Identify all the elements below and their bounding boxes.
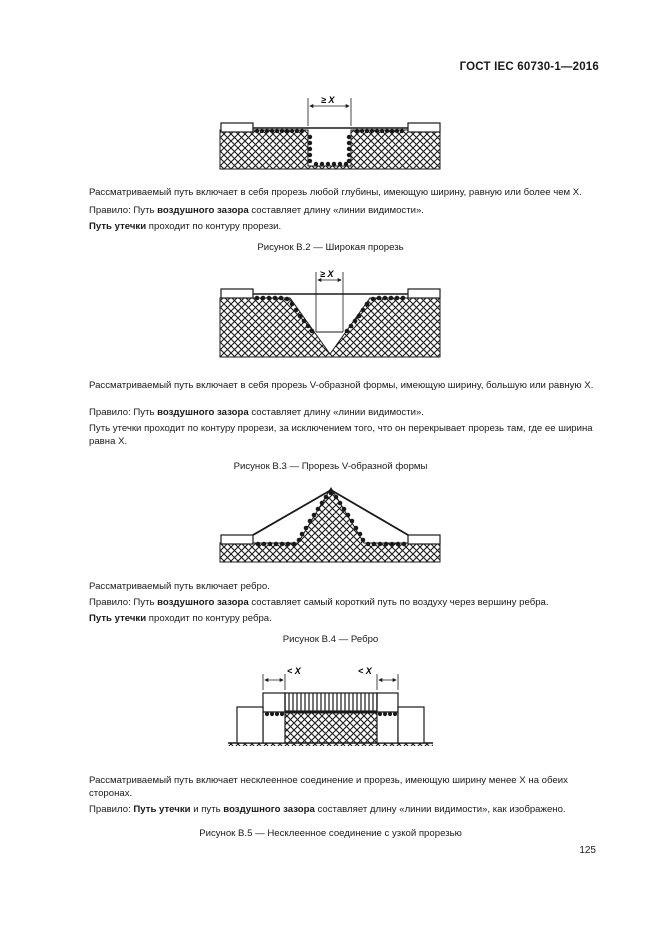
figure-b5-creepage-path [264,711,398,717]
figure-b4-caption: Рисунок В.4 — Ребро [282,634,379,645]
figure-b4-paragraph-1: Рассматриваемый путь включает ребро. [89,581,270,592]
figure-b5-base-hatch [228,743,433,746]
figure-b2-paragraph-2: Правило: Путь воздушного зазора составля… [89,205,424,216]
figure-b5-left-part [262,692,286,744]
figure-b3-paragraph-1: Рассматриваемый путь включает в себя про… [89,380,594,391]
figure-b3-dimension: ≥ X [315,269,344,332]
figure-b2-paragraph-1: Рассматриваемый путь включает в себя про… [89,187,582,198]
document-header: ГОСТ IEC 60730-1—2016 [459,61,599,73]
figure-b5-paragraph-1: Рассматриваемый путь включает несклеенно… [89,775,568,799]
figure-b4-clearance-line [252,488,409,536]
figure-b2-right-conductor [407,122,441,133]
figure-b3-right-conductor [407,288,441,299]
figure-b4-creepage-path [255,490,407,547]
figure-b5-caption: Рисунок В.5 — Несклеенное соединение с у… [199,828,462,839]
figure-b3-left-conductor [220,288,254,299]
figure-b5-dim-label-left: < X [287,666,302,676]
figure-b3-paragraph-2: Правило: Путь воздушного зазора составля… [89,407,424,418]
figure-b5-right-part [376,692,399,744]
figure-b5-dimensions: < X < X [262,666,399,690]
figure-b3-paragraph-3: Путь утечки проходит по контуру прорези,… [89,423,593,447]
figure-b5-right-conductor [397,706,425,744]
figure-b5-dim-label-right: < X [358,666,373,676]
figure-b4-paragraph-3: Путь утечки проходит по контуру ребра. [89,613,272,624]
page-number: 125 [579,845,596,856]
figure-b4-left-conductor [220,534,254,545]
figure-b5-uncemented-joint: < X < X [228,666,433,746]
figure-b3-dim-label: ≥ X [320,269,334,279]
figure-b2-creepage-path [254,128,405,167]
figure-b2-dim-label: ≥ X [321,95,335,105]
figure-b5-left-conductor [236,706,264,744]
figure-b2-caption: Рисунок В.2 — Широкая прорезь [257,242,404,253]
figure-b5-paragraph-2: Правило: Путь утечки и путь воздушного з… [89,804,566,815]
figure-b4-paragraph-2: Правило: Путь воздушного зазора составля… [89,597,549,608]
figure-b3-caption: Рисунок В.3 — Прорезь V-образной формы [233,461,428,472]
figure-b2-left-conductor [220,122,254,133]
figure-b4-rib [219,487,441,563]
figure-b4-right-conductor [407,534,441,545]
figure-b5-lid [284,692,378,712]
figure-b2-dimension: ≥ X [307,95,352,126]
figure-b2-wide-slot: ≥ X [219,95,441,170]
figure-b3-v-slot: ≥ X [219,269,441,358]
figure-b3-creepage-path [254,295,406,334]
figure-b2-paragraph-3: Путь утечки проходит по контуру прорези. [89,221,282,232]
figure-b5-center-block [284,712,378,744]
